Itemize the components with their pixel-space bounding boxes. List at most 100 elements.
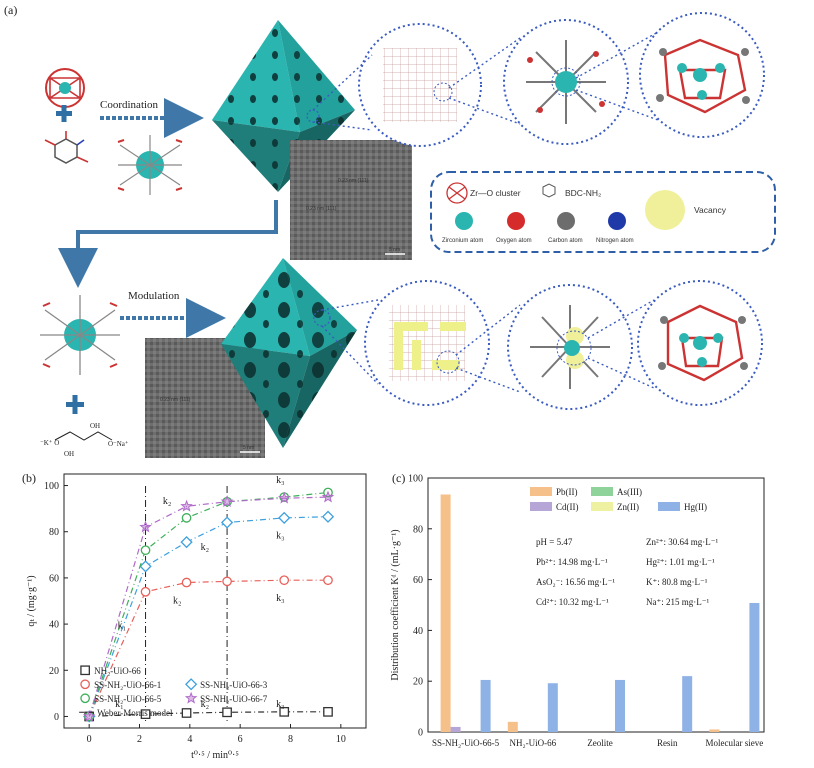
x-tick-label-b: 4 xyxy=(187,734,192,745)
legend-carbon: Carbon atom xyxy=(548,238,583,244)
legend-label-b: SS-NH₂-UiO-66-1 xyxy=(94,680,161,690)
stage-label: k₃ xyxy=(276,699,285,710)
y-tick-label-b: 80 xyxy=(49,527,59,538)
y-tick-label-b: 20 xyxy=(49,666,59,677)
legend-marker-b xyxy=(80,693,90,704)
category-label: Zeolite xyxy=(587,738,613,748)
zoom-connectors-bottom xyxy=(321,299,655,393)
tem-image-top: 0.23 nm (111) 0.23 nm (111) 5 nm xyxy=(290,140,412,260)
y-tick-label-c: 80 xyxy=(413,524,423,535)
legend-label-b: NH₂-UiO-66 xyxy=(94,666,141,676)
plus-icon xyxy=(56,105,72,122)
y-axis-label-c: Distribution coefficient Kᵈ / (mL·g⁻¹) xyxy=(390,529,401,680)
category-label: Molecular sieve xyxy=(706,738,764,748)
data-point-1 xyxy=(323,575,333,586)
panel-label-b: (b) xyxy=(22,471,36,485)
zoom-connectors-top xyxy=(312,31,659,131)
data-point-1 xyxy=(279,575,290,586)
data-point-0 xyxy=(222,707,232,718)
data-point-0 xyxy=(181,708,192,718)
legend-swatch-c xyxy=(530,502,552,511)
y-tick-label-c: 20 xyxy=(413,677,423,688)
zr-cluster-legend-icon xyxy=(446,182,468,204)
legend-model-label: Weber-Morris model xyxy=(97,708,173,718)
plus-icon-2 xyxy=(66,395,84,414)
plot-frame-b xyxy=(63,473,367,729)
category-label: Resin xyxy=(657,738,678,748)
condition-text: AsO₂⁻: 16.56 mg·L⁻¹ xyxy=(536,577,615,587)
zoom-circle-cluster-top xyxy=(503,19,629,145)
legend-marker-b xyxy=(184,691,198,704)
legend-label-c: Cd(II) xyxy=(556,502,579,512)
condition-text: Zn²⁺: 30.64 mg·L⁻¹ xyxy=(646,537,718,547)
legend-vacancy: Vacancy xyxy=(694,205,727,215)
data-point-2 xyxy=(180,535,193,549)
svg-text:OH: OH xyxy=(64,450,74,458)
legend-label-c: Zn(II) xyxy=(617,502,639,512)
carbon-atom-icon xyxy=(557,212,575,230)
x-tick-label-b: 6 xyxy=(238,734,243,745)
condition-text: Hg²⁺: 1.01 mg·L⁻¹ xyxy=(646,557,715,567)
schematic-legend: Zr—O cluster BDC-NH₂ Vacancy Zirconium a… xyxy=(430,171,776,253)
svg-text:5 nm: 5 nm xyxy=(389,247,400,253)
data-point-3 xyxy=(181,513,192,523)
bar-4 xyxy=(682,676,693,732)
data-point-1 xyxy=(140,586,151,597)
zoom-circle-cluster-bottom xyxy=(507,284,633,410)
data-point-0 xyxy=(279,706,290,717)
data-point-4 xyxy=(180,499,193,512)
zr-cluster-icon xyxy=(45,68,85,108)
svg-text:⁻K⁺ O: ⁻K⁺ O xyxy=(40,439,59,447)
condition-text: Pb²⁺: 14.98 mg·L⁻¹ xyxy=(536,557,608,567)
legend-label-b: SS-NH₂-UiO-66-7 xyxy=(200,694,268,704)
zoom-circle-atoms-bottom xyxy=(637,280,763,406)
legend-label-b: SS-NH₂-UiO-66-3 xyxy=(200,680,268,690)
stage-label: k₃ xyxy=(276,475,285,486)
oxygen-atom-icon xyxy=(507,212,525,230)
data-point-3 xyxy=(140,545,151,556)
category-label: SS-NH₂-UiO-66-5 xyxy=(432,738,500,748)
legend-bdc: BDC-NH₂ xyxy=(565,188,601,198)
data-point-1 xyxy=(222,576,232,587)
stage-label: k₂ xyxy=(173,595,182,606)
zoom-circle-lattice-top xyxy=(358,23,482,147)
bar-0 xyxy=(709,729,720,732)
data-point-4 xyxy=(220,495,234,508)
zr-mof-cluster-icon xyxy=(117,135,183,195)
series-line-1 xyxy=(88,579,328,717)
svg-text:O⁻Na⁺: O⁻Na⁺ xyxy=(108,440,129,448)
legend-zirconium: Zirconium atom xyxy=(442,238,483,244)
y-tick-label-b: 40 xyxy=(49,620,59,631)
data-point-0 xyxy=(323,706,333,717)
y-axis-label-b: qₜ / (mg·g⁻¹) xyxy=(26,575,37,626)
legend-nitrogen: Nitrogen atom xyxy=(596,238,634,244)
data-point-4 xyxy=(82,709,96,722)
bar-4 xyxy=(615,679,625,732)
svg-text:5 nm: 5 nm xyxy=(243,445,254,451)
flow-arrow xyxy=(58,200,278,288)
x-tick-label-b: 8 xyxy=(288,734,293,745)
condition-text: Cd²⁺: 10.32 mg·L⁻¹ xyxy=(536,597,609,607)
stage-label: k₁ xyxy=(118,621,127,632)
y-tick-label-b: 100 xyxy=(44,481,59,492)
data-point-2 xyxy=(321,510,335,523)
modulation-label: Modulation xyxy=(128,290,180,302)
legend-label-c: As(III) xyxy=(617,487,642,497)
data-point-2 xyxy=(220,516,234,529)
coordination-label: Coordination xyxy=(100,99,159,111)
legend-marker-b xyxy=(80,665,90,676)
svg-text:0.23 nm (111): 0.23 nm (111) xyxy=(338,178,369,184)
defect-cluster-icon xyxy=(40,295,120,375)
y-tick-label-c: 60 xyxy=(413,575,423,586)
data-point-2 xyxy=(278,511,291,524)
stage-label: k₂ xyxy=(201,699,210,710)
series-line-4 xyxy=(88,496,329,717)
legend-swatch-c xyxy=(530,487,552,496)
legend-swatch-c xyxy=(591,502,613,511)
svg-text:0.23 nm (111): 0.23 nm (111) xyxy=(160,397,191,403)
zirconium-atom-icon xyxy=(455,212,473,230)
legend-marker-b xyxy=(185,678,198,691)
svg-text:OH: OH xyxy=(90,422,100,430)
